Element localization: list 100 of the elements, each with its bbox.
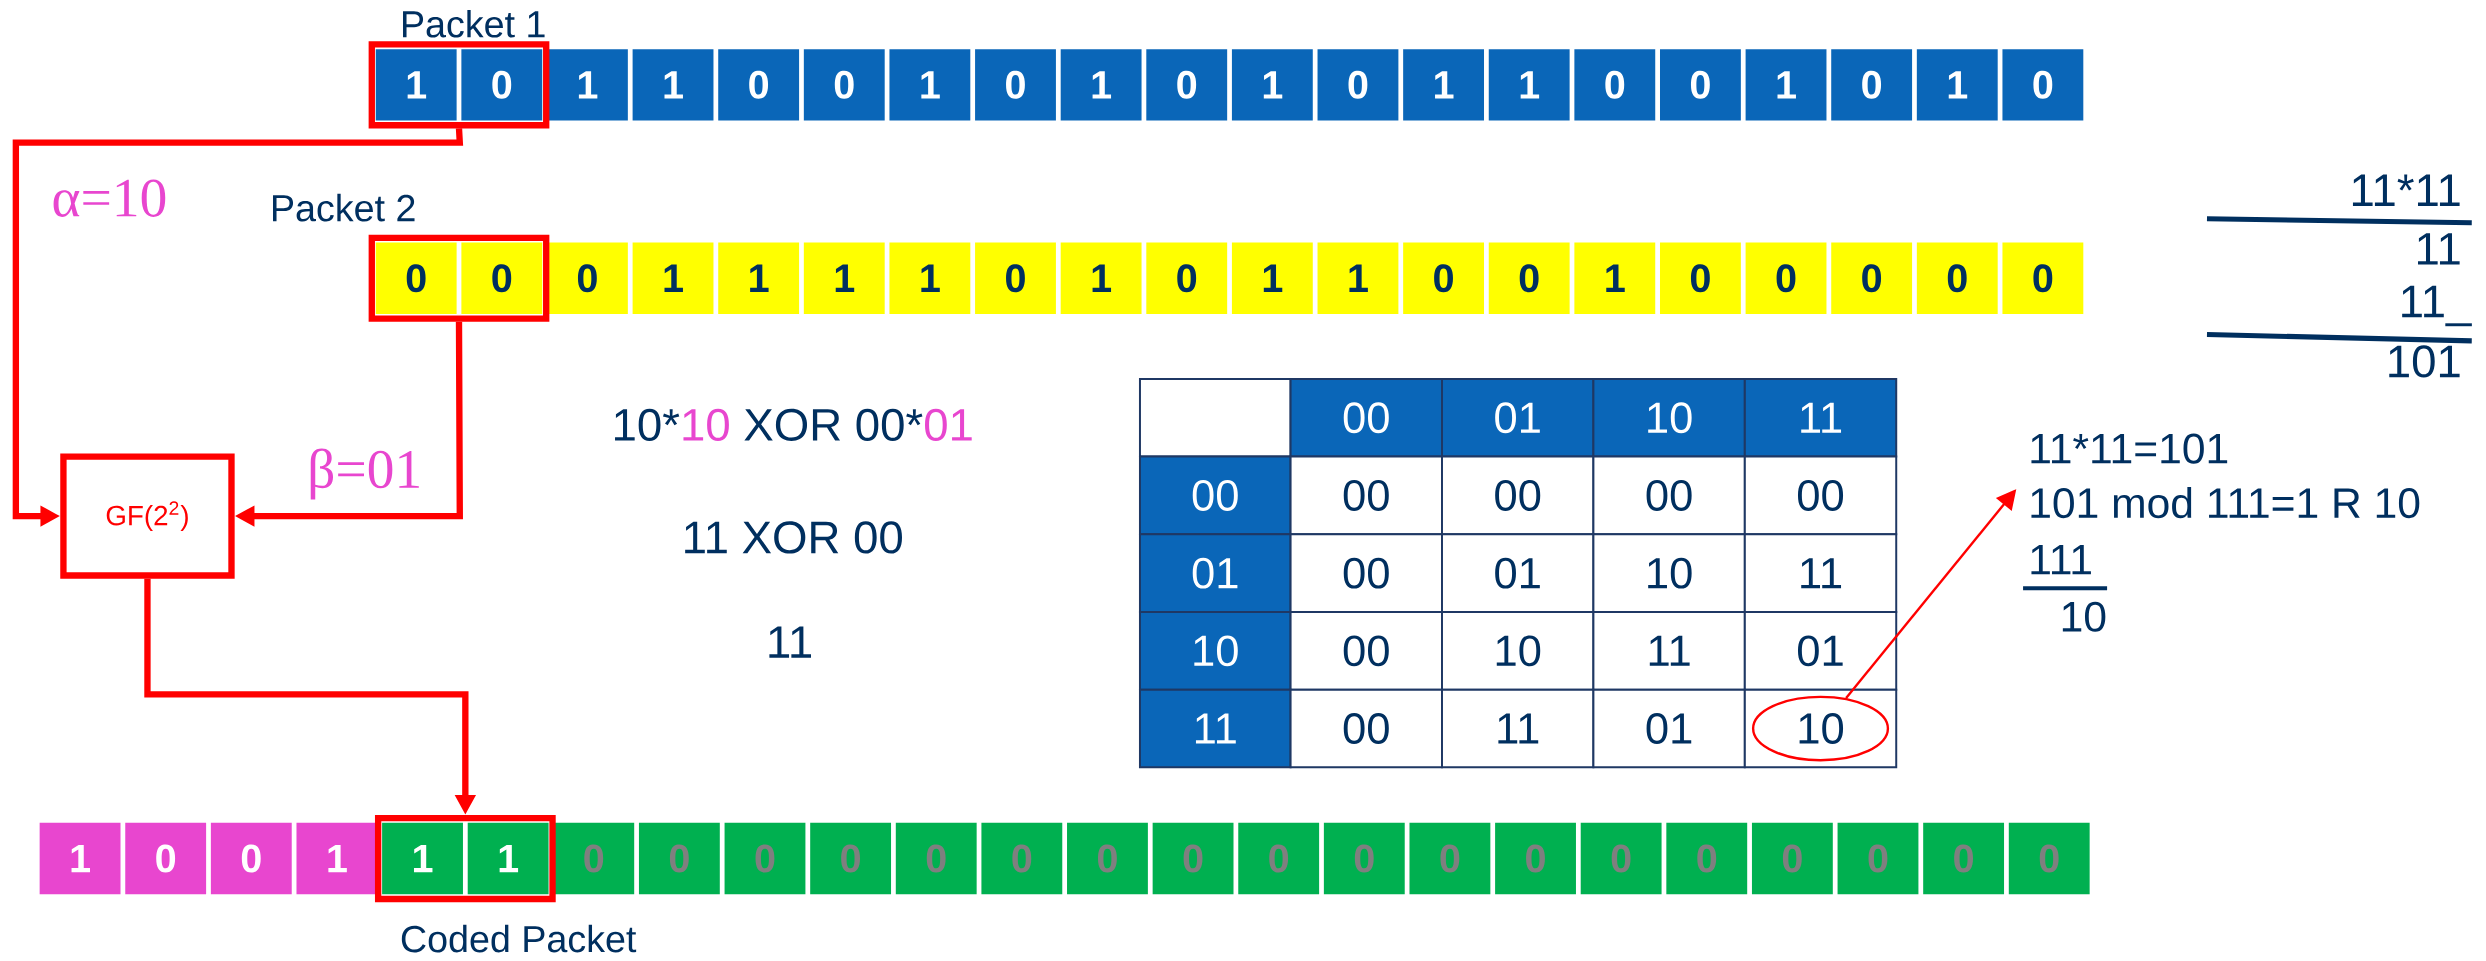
bit-cell: 0 — [1916, 242, 1998, 315]
bit-cell: 0 — [2008, 822, 2090, 895]
bit-cell: 0 — [724, 822, 806, 895]
table-cell: 00 — [1743, 455, 1898, 536]
table-cell: 00 — [1289, 378, 1443, 458]
bit-cell: 0 — [1831, 49, 1913, 121]
bit-cell: 0 — [1837, 822, 1919, 895]
table-cell: 00 — [1289, 611, 1443, 691]
packet-label: Packet 1 — [403, 10, 545, 38]
table-cell: 00 — [1289, 688, 1443, 769]
equation-text: 11 XOR 00 — [685, 521, 902, 554]
division-text: 11 — [2418, 233, 2460, 265]
bit-cell: 0 — [1403, 242, 1484, 315]
bit-cell: 1 — [1231, 49, 1313, 121]
bit-cell: 0 — [125, 822, 207, 895]
bit-cell: 0 — [810, 822, 892, 895]
bit-cell: 1 — [296, 822, 378, 895]
highlight-oval — [1751, 695, 1890, 762]
bit-cell: 0 — [718, 49, 800, 121]
bit-cell: 0 — [210, 822, 292, 895]
bit-cell: 0 — [975, 242, 1056, 315]
label: 10* — [615, 408, 680, 442]
bit-cell: 0 — [1574, 49, 1656, 121]
table-cell: 11 — [1743, 533, 1898, 614]
table-cell: 01 — [1138, 533, 1292, 614]
bit-cell: 0 — [1660, 49, 1741, 121]
bit-cell: 0 — [2002, 49, 2084, 121]
bit-cell: 0 — [1067, 822, 1148, 895]
bit-cell: 0 — [1146, 242, 1228, 315]
bit-cell: 1 — [718, 242, 800, 315]
table-cell: 00 — [1592, 455, 1746, 536]
table-cell: 00 — [1289, 533, 1443, 614]
note-text: 11*11=101 — [2031, 433, 2228, 464]
bit-cell: 1 — [889, 242, 971, 315]
bit-cell: 0 — [975, 49, 1056, 121]
table-cell: 01 — [1441, 533, 1595, 614]
bit-cell: 0 — [553, 822, 635, 895]
bit-cell: 0 — [1745, 242, 1827, 315]
bit-cell: 1 — [889, 49, 971, 121]
bit-cell: 1 — [1916, 49, 1998, 121]
table-cell: 01 — [1592, 688, 1746, 769]
table-cell: 11 — [1441, 688, 1595, 769]
bit-cell: 0 — [1495, 822, 1576, 895]
label: XOR 00* — [744, 408, 923, 442]
bit-cell: 1 — [803, 242, 885, 315]
bit-cell: 1 — [375, 49, 457, 121]
table-cell: 00 — [1289, 455, 1443, 536]
table-cell: 11 — [1138, 688, 1292, 769]
note-text: 101 mod 111=1 R 10 — [2031, 487, 2420, 519]
bit-cell: 1 — [1317, 242, 1399, 315]
bit-cell: 0 — [547, 242, 628, 315]
bit-cell: 0 — [1238, 822, 1320, 895]
packet-label: Coded Packet — [401, 924, 637, 953]
note-text: 10 — [2062, 601, 2106, 632]
bit-cell: 0 — [1923, 822, 2005, 895]
division-text: 101 — [2389, 345, 2460, 378]
table-cell: 10 — [1441, 611, 1595, 691]
table-cell: 10 — [1592, 378, 1746, 458]
bit-cell: 0 — [803, 49, 885, 121]
bit-cell: 0 — [1831, 242, 1913, 315]
edge-label: α=10 — [49, 177, 170, 219]
bit-cell: 0 — [1409, 822, 1491, 895]
label: 01 — [925, 408, 972, 442]
bit-cell: 1 — [547, 49, 628, 121]
table-cell: 10 — [1138, 611, 1292, 691]
bit-cell: 0 — [1146, 49, 1228, 121]
table-cell: 01 — [1441, 378, 1595, 458]
bit-cell: 0 — [895, 822, 977, 895]
table-cell: 10 — [1592, 533, 1746, 614]
bit-cell: 1 — [632, 49, 714, 121]
bit-cell: 0 — [2002, 242, 2084, 315]
table-cell: 00 — [1441, 455, 1595, 536]
process-box: GF(2$^{2}$) — [60, 453, 235, 579]
bit-cell: 1 — [1060, 49, 1142, 121]
bit-cell: 1 — [1574, 242, 1656, 315]
table-cell: 01 — [1743, 611, 1898, 691]
table-cell: 10 — [1743, 688, 1898, 769]
bit-cell: 1 — [467, 822, 549, 895]
bit-cell: 0 — [375, 242, 457, 315]
bit-cell: 0 — [1666, 822, 1748, 895]
bit-cell: 0 — [1660, 242, 1741, 315]
bit-cell: 1 — [632, 242, 714, 315]
note-text: 111 — [2031, 545, 2091, 575]
bit-cell: 1 — [1231, 242, 1313, 315]
edge-label: β=01 — [305, 446, 425, 502]
division-text: 11_ — [2402, 285, 2472, 327]
bit-cell: 0 — [1152, 822, 1234, 895]
bit-cell: 1 — [1488, 49, 1570, 121]
bit-cell: 0 — [1580, 822, 1662, 895]
bit-cell: 0 — [981, 822, 1063, 895]
bit-cell: 1 — [1745, 49, 1827, 121]
bit-cell: 0 — [461, 49, 543, 121]
bit-cell: 0 — [1751, 822, 1833, 895]
label: 10 — [683, 408, 729, 442]
equation-text: 11 — [769, 626, 811, 658]
bit-cell: 0 — [638, 822, 720, 895]
bit-cell: 0 — [1317, 49, 1399, 121]
bit-cell: 1 — [382, 822, 463, 895]
bit-cell: 0 — [1323, 822, 1405, 895]
bit-cell: 1 — [39, 822, 121, 895]
